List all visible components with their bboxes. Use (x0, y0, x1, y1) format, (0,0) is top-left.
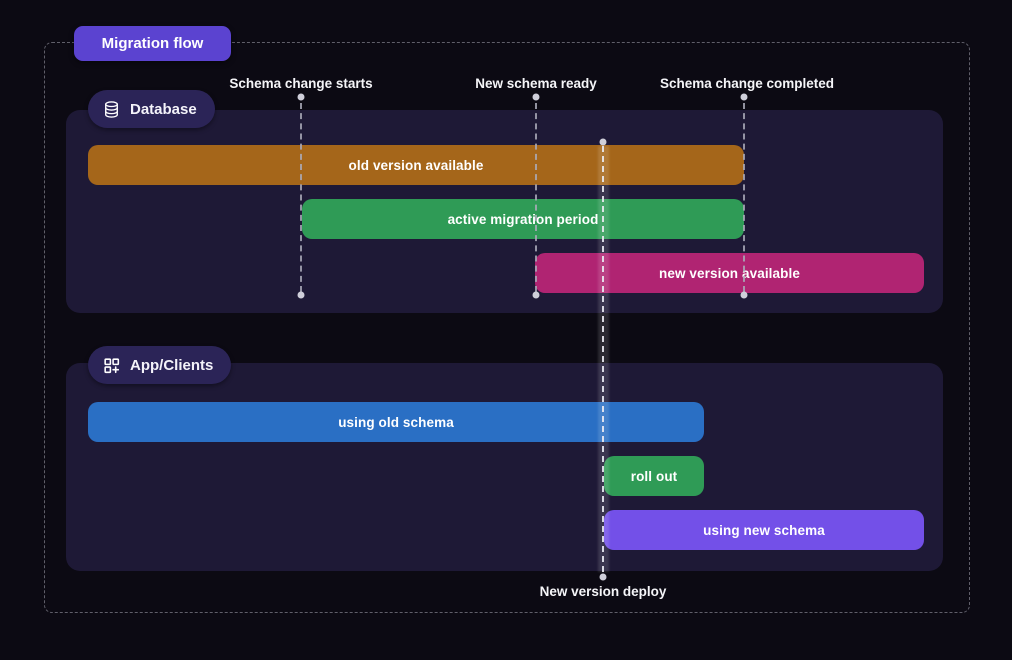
database-badge: Database (88, 90, 215, 128)
bar-label: new version available (659, 265, 800, 281)
diagram-title: Migration flow (101, 35, 204, 52)
deploy-dot-top (599, 138, 607, 146)
bar-new-version-available: new version available (535, 253, 924, 293)
bar-label: using old schema (338, 414, 454, 430)
bar-active-migration-period: active migration period (302, 199, 744, 239)
milestone-dot-top (740, 93, 748, 101)
database-icon (102, 100, 121, 119)
app-clients-badge: App/Clients (88, 346, 232, 384)
milestone-dot-bottom (297, 291, 305, 299)
milestone-line (535, 103, 537, 292)
bar-using-new-schema: using new schema (604, 510, 924, 550)
milestone-label-schema-change-completed: Schema change completed (659, 76, 835, 91)
bar-using-old-schema: using old schema (88, 402, 704, 442)
bar-label: using new schema (703, 522, 825, 538)
deploy-dot-bottom (599, 573, 607, 581)
milestone-line (743, 103, 745, 292)
bar-old-version-available: old version available (88, 145, 744, 185)
milestone-dot-top (297, 93, 305, 101)
bar-label: old version available (348, 157, 484, 173)
milestone-dot-bottom (532, 291, 540, 299)
bar-label: roll out (630, 468, 678, 484)
app-clients-badge-label: App/Clients (130, 356, 214, 374)
diagram-title-badge: Migration flow (74, 26, 231, 61)
milestone-label-schema-change-starts: Schema change starts (229, 76, 373, 91)
milestone-dot-bottom (740, 291, 748, 299)
milestone-dot-top (532, 93, 540, 101)
apps-plus-icon (102, 356, 121, 375)
bar-roll-out: roll out (604, 456, 704, 496)
milestone-label-new-schema-ready: New schema ready (475, 76, 597, 91)
milestone-line (300, 103, 302, 292)
deploy-marker-label: New version deploy (539, 584, 667, 599)
deploy-line (602, 146, 604, 572)
bar-label: active migration period (447, 211, 599, 227)
diagram-frame (44, 42, 970, 613)
database-badge-label: Database (130, 100, 197, 118)
